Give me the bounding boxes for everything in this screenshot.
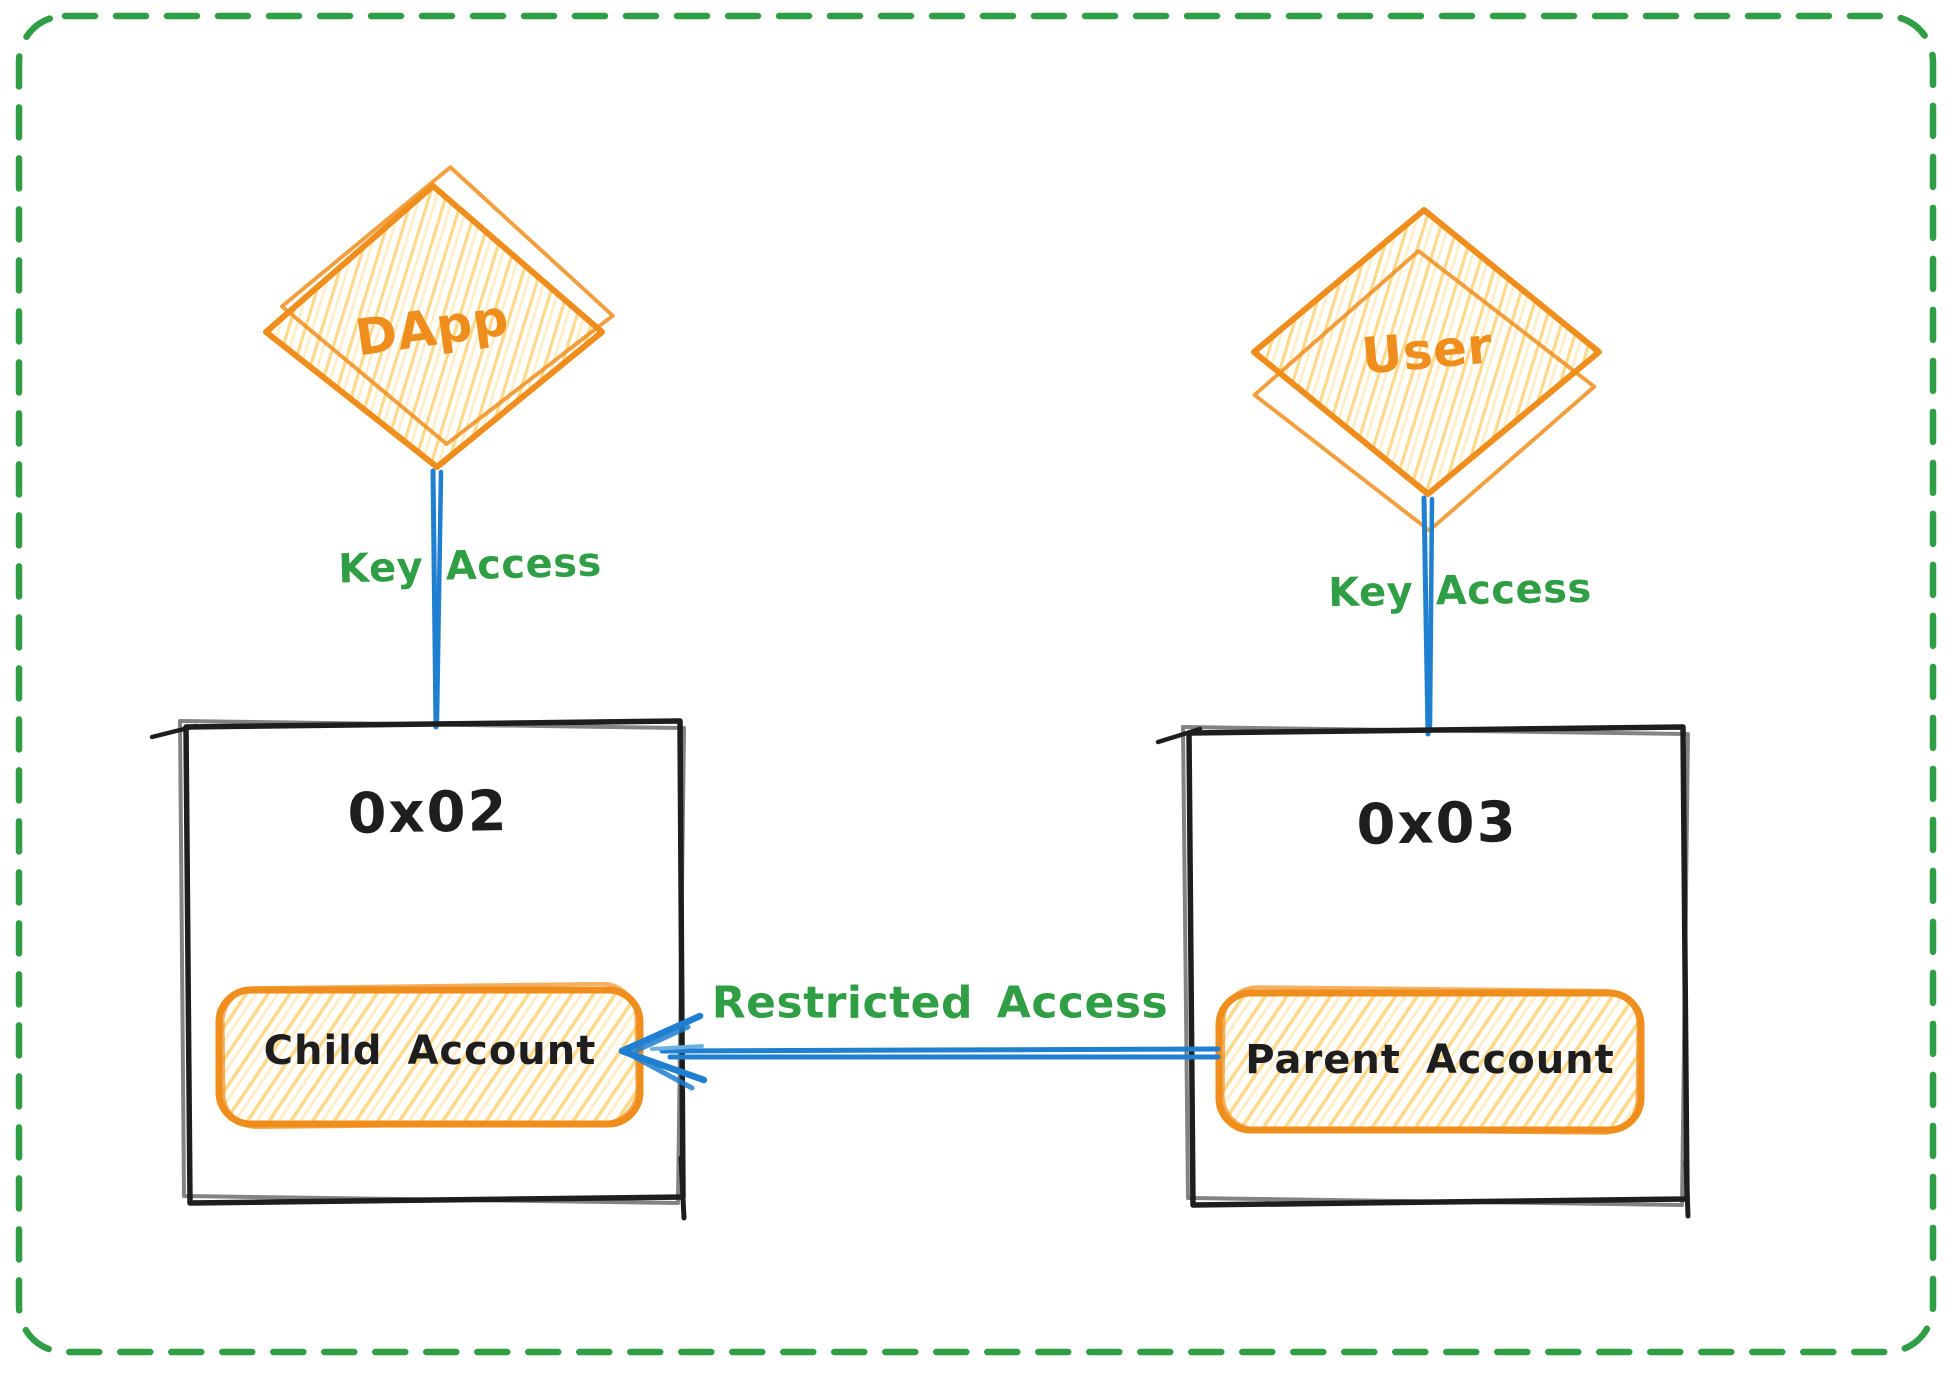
child-account-label: Child Account: [263, 1028, 597, 1074]
dashed-boundary-frame: [15, 12, 1937, 1356]
restricted-access-arrow: [618, 1012, 1221, 1091]
parent-account-label: Parent Account: [1245, 1037, 1615, 1083]
user-label: User: [1359, 316, 1495, 386]
dapp-key-access-label: Key Access: [337, 539, 603, 593]
user-key-access-connector: [1421, 495, 1435, 737]
arrowhead-icon: [618, 1012, 708, 1091]
user-diamond: [1251, 207, 1602, 533]
restricted-access-label: Restricted Access: [711, 977, 1169, 1029]
user-key-access-label: Key Access: [1327, 565, 1593, 617]
wallet-address-right: 0x03: [1355, 790, 1519, 858]
parent-account-pill: [1215, 985, 1645, 1135]
dapp-diamond: [263, 165, 615, 470]
wallet-box-0x02: [149, 718, 687, 1221]
wallet-address-left: 0x02: [346, 779, 510, 847]
dapp-key-access-connector: [430, 468, 444, 730]
